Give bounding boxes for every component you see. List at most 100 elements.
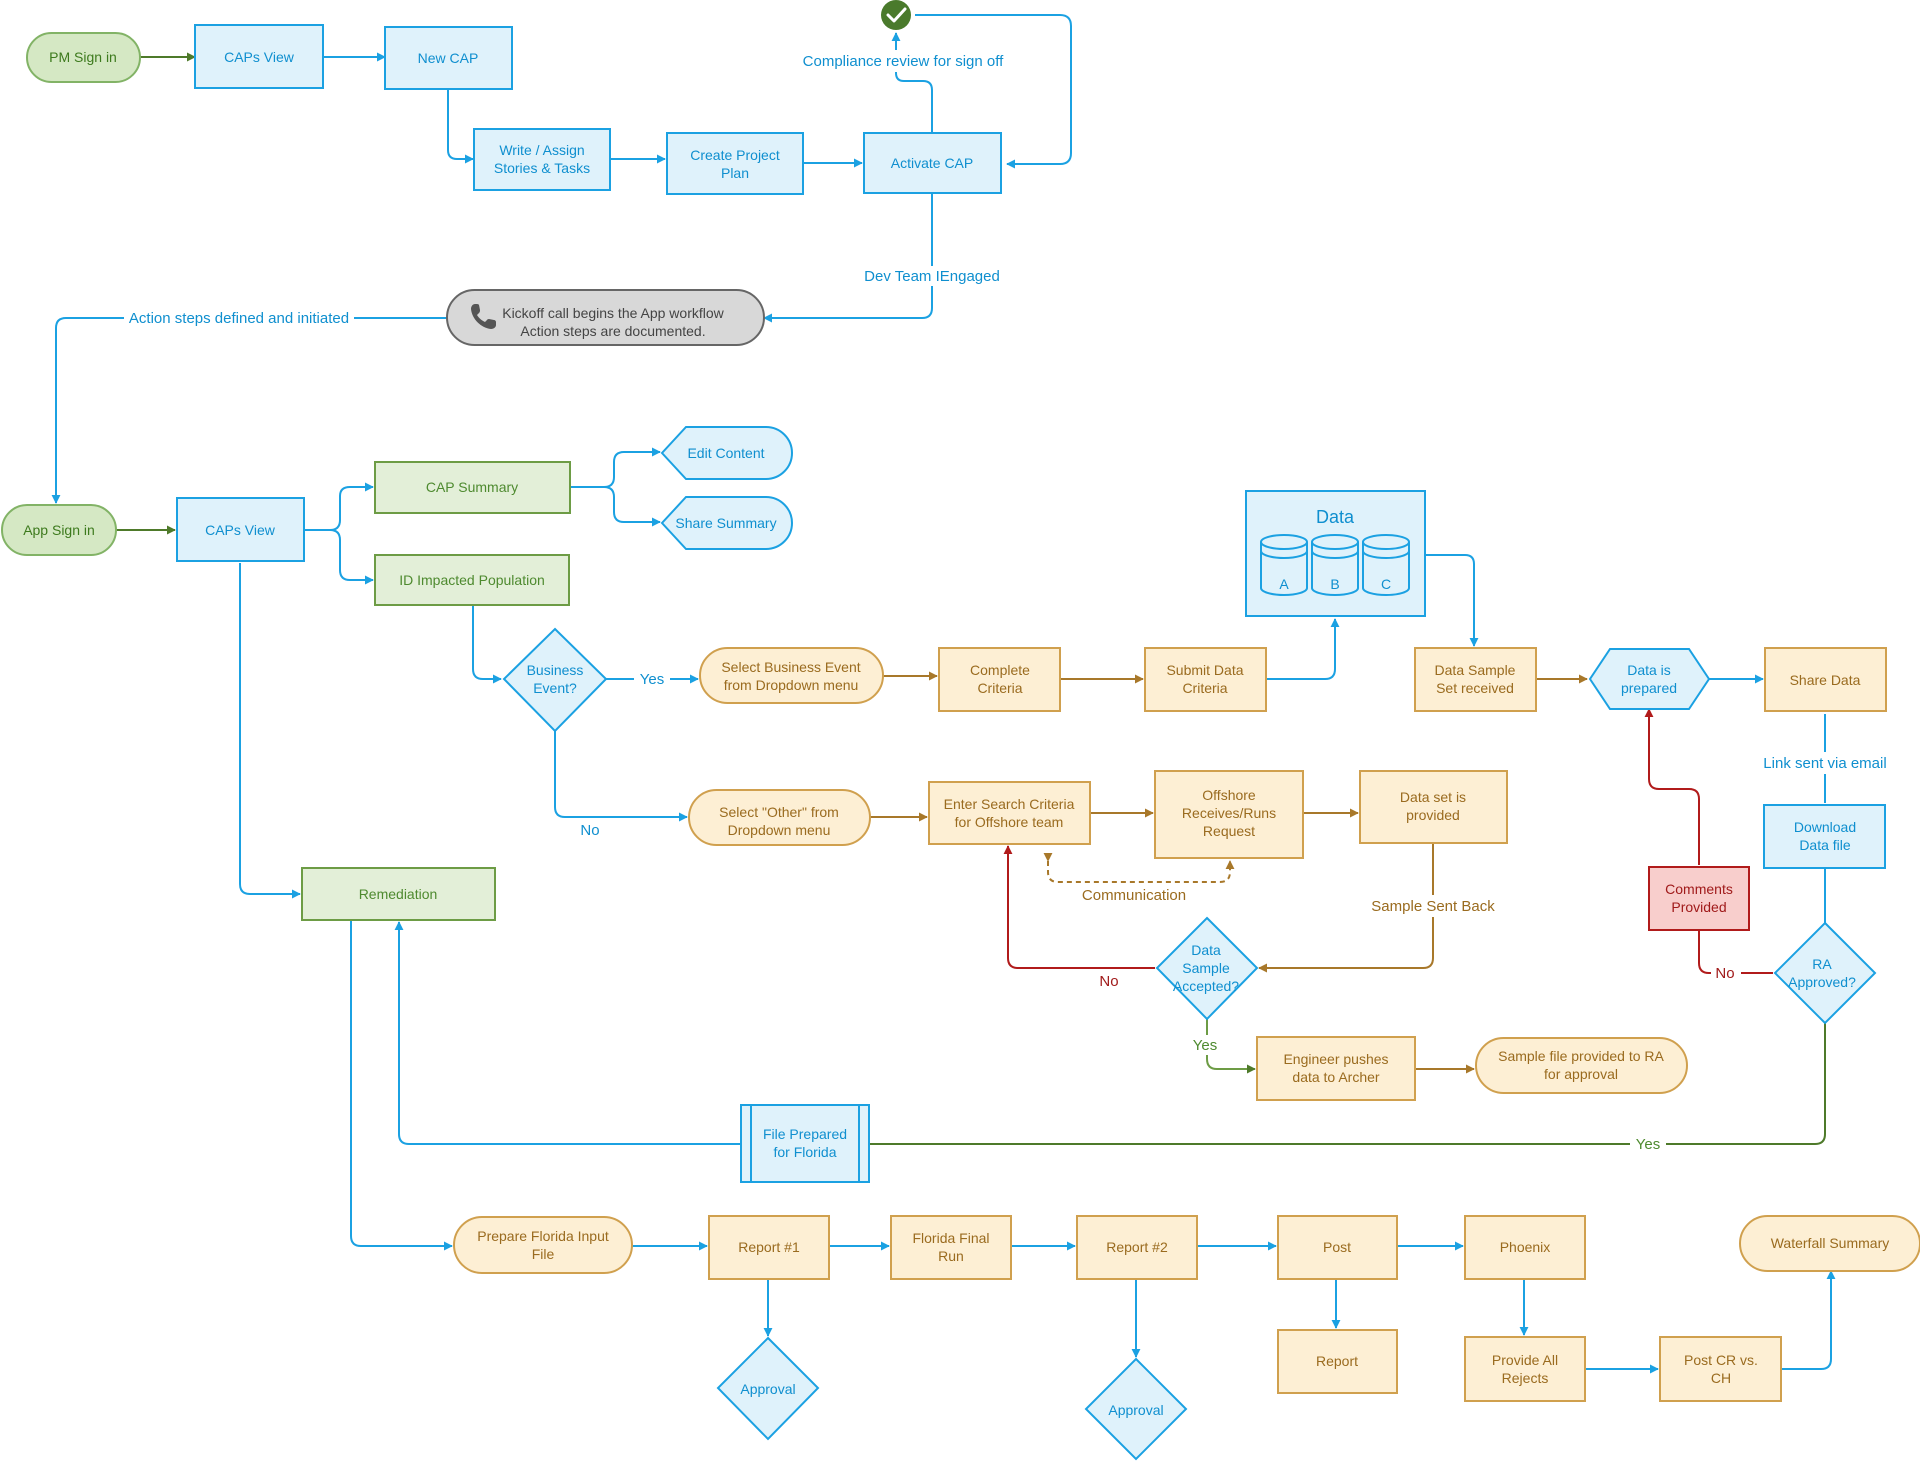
edge-submit-data bbox=[1266, 618, 1340, 680]
text-activate-cap: Activate CAP bbox=[891, 155, 973, 171]
edge-summary-share bbox=[570, 486, 661, 527]
label-compliance-review: Compliance review for sign off bbox=[803, 53, 1004, 70]
node-submit-data-criteria bbox=[1144, 647, 1267, 712]
node-ra-approved bbox=[1773, 921, 1877, 1025]
text-line: Comments bbox=[1665, 881, 1733, 897]
text-line: Action steps are documented. bbox=[520, 323, 705, 339]
text-line: Report bbox=[1316, 1353, 1358, 1369]
node-caps-view-top bbox=[194, 24, 324, 89]
text-line: Dropdown menu bbox=[728, 822, 831, 838]
node-share-data bbox=[1764, 647, 1887, 712]
edge-newcap-write bbox=[447, 89, 474, 164]
text-line: Prepare Florida Input bbox=[477, 1228, 609, 1244]
node-pm-sign-in bbox=[26, 32, 141, 83]
node-kickoff bbox=[446, 289, 765, 346]
node-post bbox=[1277, 1215, 1398, 1280]
text-line: Share Summary bbox=[675, 515, 776, 531]
node-phoenix bbox=[1464, 1215, 1586, 1280]
label-yes-ra: Yes bbox=[1636, 1136, 1660, 1153]
text-line: Write / Assign bbox=[499, 142, 584, 158]
text-line: for Offshore team bbox=[955, 814, 1064, 830]
text-line: Enter Search Criteria bbox=[944, 796, 1075, 812]
edge-activate-kickoff bbox=[763, 193, 933, 323]
node-engineer-pushes bbox=[1256, 1036, 1416, 1101]
label-no-business: No bbox=[580, 822, 599, 839]
text-line: for approval bbox=[1544, 1066, 1618, 1082]
label-dev-team: Dev Team IEngaged bbox=[864, 268, 1000, 285]
node-complete-criteria bbox=[938, 647, 1061, 712]
text-line: App Sign in bbox=[23, 522, 95, 538]
edge-communication bbox=[1043, 852, 1235, 883]
label-bg bbox=[1711, 963, 1741, 983]
text-line: from Dropdown menu bbox=[724, 677, 859, 693]
label-communication: Communication bbox=[1082, 887, 1186, 904]
text-line: Approved? bbox=[1788, 974, 1856, 990]
text-line: CAPs View bbox=[224, 49, 295, 65]
edge-postcr-waterfall bbox=[1781, 1270, 1836, 1370]
text-line: CAP Summary bbox=[426, 479, 518, 495]
text-line: Data set is bbox=[1400, 789, 1466, 805]
text-line: Data is bbox=[1627, 662, 1671, 678]
node-file-prepared-florida bbox=[740, 1104, 870, 1183]
text-app-sign-in: App Sign in bbox=[23, 522, 95, 538]
text-line: ID Impacted Population bbox=[399, 572, 545, 588]
text-line: Event? bbox=[533, 680, 577, 696]
text-line: Business bbox=[527, 662, 584, 678]
node-provide-rejects bbox=[1464, 1336, 1586, 1402]
node-remediation bbox=[301, 867, 496, 921]
text-line: Activate CAP bbox=[891, 155, 973, 171]
text-line: Report #1 bbox=[738, 1239, 800, 1255]
edge-caps-idpop bbox=[304, 529, 374, 585]
label-bg bbox=[1366, 895, 1500, 917]
node-business-event bbox=[502, 627, 608, 733]
text-line: Sample file provided to RA bbox=[1498, 1048, 1664, 1064]
node-enter-search bbox=[928, 781, 1091, 845]
node-data-set-provided bbox=[1359, 770, 1508, 844]
edge-ra-no-comments bbox=[1698, 931, 1773, 974]
text-sample-file-ra: Sample file provided to RA for approval bbox=[1498, 1048, 1664, 1082]
node-approval-1 bbox=[716, 1336, 820, 1441]
text-line: data to Archer bbox=[1292, 1069, 1380, 1085]
edge-caps-summary bbox=[304, 482, 374, 531]
text-caps-view-top: CAPs View bbox=[224, 49, 295, 65]
text-line: Provided bbox=[1671, 899, 1726, 915]
text-line: Post CR vs. bbox=[1684, 1352, 1758, 1368]
text-post: Post bbox=[1323, 1239, 1351, 1255]
text-line: Rejects bbox=[1502, 1370, 1549, 1386]
label-no-accepted: No bbox=[1099, 973, 1118, 990]
text-line: New CAP bbox=[418, 50, 479, 66]
text-line: Complete bbox=[970, 662, 1030, 678]
text-report-2: Report #2 bbox=[1106, 1239, 1168, 1255]
text-post-cr-ch: Post CR vs.CH bbox=[1684, 1352, 1758, 1386]
edge-remediation-prepare bbox=[350, 920, 453, 1251]
text-data-store-title: Data bbox=[1316, 507, 1355, 527]
text-line: Post bbox=[1323, 1239, 1351, 1255]
node-data-sample-accepted bbox=[1155, 916, 1259, 1021]
text-line: Submit Data bbox=[1166, 662, 1243, 678]
label-no-ra: No bbox=[1715, 965, 1734, 982]
text-line: Create Project bbox=[690, 147, 780, 163]
text-new-cap: New CAP bbox=[418, 50, 479, 66]
text-line: File Prepared bbox=[763, 1126, 847, 1142]
text-line: Data Sample bbox=[1435, 662, 1516, 678]
edge-accepted-yes bbox=[1206, 1019, 1256, 1074]
text-line: Edit Content bbox=[687, 445, 764, 461]
database-icon bbox=[1259, 534, 1410, 596]
text-waterfall-summary: Waterfall Summary bbox=[1771, 1235, 1890, 1251]
node-sample-file-ra bbox=[1475, 1037, 1688, 1094]
text-line: Provide All bbox=[1492, 1352, 1558, 1368]
node-report-post bbox=[1277, 1329, 1398, 1394]
label-bg bbox=[858, 266, 1006, 286]
text-line: Accepted? bbox=[1173, 978, 1239, 994]
text-phoenix: Phoenix bbox=[1500, 1239, 1551, 1255]
text-line: Approval bbox=[740, 1381, 795, 1397]
